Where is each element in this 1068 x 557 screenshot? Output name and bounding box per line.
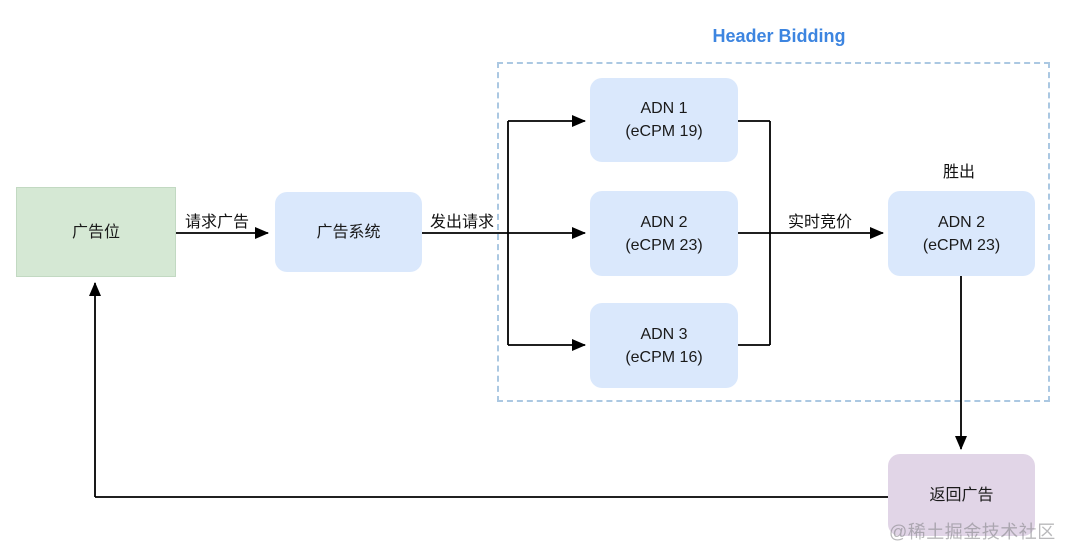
edge-label-realtime-bidding: 实时竞价 [787,214,853,231]
node-winner-adn2: ADN 2 (eCPM 23) [888,191,1035,276]
node-ad-system-label: 广告系统 [316,223,381,241]
node-adn2-subtitle: (eCPM 23) [625,236,703,254]
winner-tag-label: 胜出 [942,164,976,181]
node-adn3-subtitle: (eCPM 16) [625,348,703,366]
node-adn2: ADN 2 (eCPM 23) [590,191,738,276]
header-bidding-frame [497,62,1050,402]
node-adn1-subtitle: (eCPM 19) [625,123,703,140]
node-adn2-title: ADN 2 [640,213,688,231]
edge-label-send-request: 发出请求 [429,214,495,231]
node-adn3: ADN 3 (eCPM 16) [590,303,738,388]
node-ad-slot-label: 广告位 [71,223,120,241]
watermark: @稀土掘金技术社区 [889,522,1056,542]
edge-label-request-ad: 请求广告 [184,214,250,231]
diagram-title: Header Bidding [712,26,846,46]
node-return-ad: 返回广告 [888,454,1035,536]
node-winner-title: ADN 2 [937,213,986,231]
node-ad-slot: 广告位 [16,187,176,277]
node-adn3-title: ADN 3 [640,325,688,343]
node-winner-subtitle: (eCPM 23) [922,236,1001,254]
node-ad-system: 广告系统 [275,192,422,272]
node-adn1: ADN 1 (eCPM 19) [590,78,738,162]
node-adn1-title: ADN 1 [640,100,688,117]
node-return-ad-label: 返回广告 [929,486,994,504]
